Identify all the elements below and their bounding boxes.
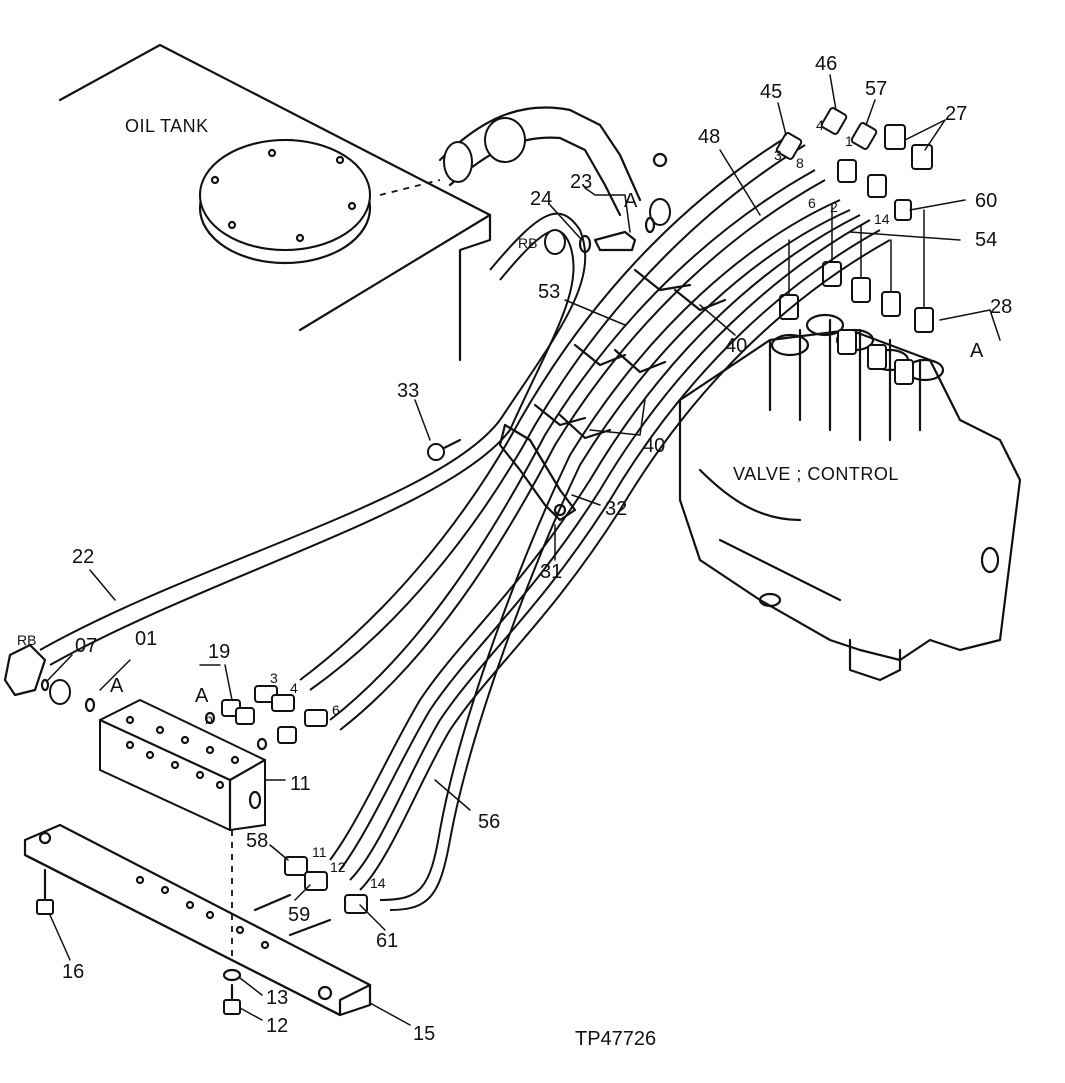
callout-22: 22 bbox=[72, 546, 94, 568]
top-fittings bbox=[775, 107, 933, 221]
hose-number-11: 11 bbox=[312, 844, 327, 860]
callout-61: 61 bbox=[376, 930, 398, 952]
drawing-id: TP47726 bbox=[575, 1028, 656, 1050]
callout-46: 46 bbox=[815, 53, 837, 75]
callout-53: 53 bbox=[538, 281, 560, 303]
callout-40-top: 40 bbox=[725, 335, 747, 357]
hose-top-1: 1 bbox=[845, 133, 853, 149]
control-valve-label: VALVE ; CONTROL bbox=[733, 464, 899, 484]
hose-number-6: 6 bbox=[332, 702, 340, 718]
callout-01: 01 bbox=[135, 628, 157, 650]
callout-labels: 46 57 45 27 48 60 23 24 54 53 28 40 33 4… bbox=[62, 53, 1012, 1045]
elbow-fitting bbox=[578, 216, 656, 254]
bolt-33 bbox=[427, 438, 462, 461]
control-valve bbox=[678, 313, 1022, 682]
callout-56: 56 bbox=[478, 811, 500, 833]
hose-22 bbox=[3, 212, 587, 697]
callout-16: 16 bbox=[62, 961, 84, 983]
hose-top-3: 3 bbox=[774, 147, 782, 163]
manifold-block bbox=[98, 698, 267, 832]
hose-bundle bbox=[299, 134, 891, 911]
hose-top-8: 8 bbox=[796, 155, 804, 171]
suction-pipe bbox=[438, 106, 671, 226]
hose-number-4: 4 bbox=[290, 680, 298, 696]
port-marker-a-valve: A bbox=[970, 340, 984, 362]
callout-57: 57 bbox=[865, 78, 887, 100]
callout-23: 23 bbox=[570, 171, 592, 193]
hose-number-14: 14 bbox=[370, 875, 386, 891]
port-markers: A A A A RB RB 3 4 6 11 12 14 4 3 8 1 6 2… bbox=[17, 117, 984, 891]
hose-number-12: 12 bbox=[330, 859, 346, 875]
callout-45: 45 bbox=[760, 81, 782, 103]
hose-top-2: 2 bbox=[830, 199, 838, 215]
manifold-fittings bbox=[40, 678, 368, 914]
callout-33: 33 bbox=[397, 380, 419, 402]
callout-60: 60 bbox=[975, 190, 997, 212]
valve-fittings bbox=[779, 204, 934, 385]
port-marker-a-manifold: A bbox=[195, 685, 209, 707]
bracket-15 bbox=[23, 823, 372, 1017]
region-labels: OIL TANK VALVE ; CONTROL TP47726 bbox=[125, 116, 899, 1050]
hose-clamps bbox=[498, 268, 727, 522]
callout-31: 31 bbox=[540, 561, 562, 583]
callout-59: 59 bbox=[288, 904, 310, 926]
bolts bbox=[36, 830, 242, 1015]
callout-54: 54 bbox=[975, 229, 997, 251]
callout-28: 28 bbox=[990, 296, 1012, 318]
callout-11: 11 bbox=[290, 773, 311, 795]
callout-58: 58 bbox=[246, 830, 268, 852]
hose-number-3: 3 bbox=[270, 670, 278, 686]
callout-24: 24 bbox=[530, 188, 552, 210]
port-marker-a-top: A bbox=[624, 190, 638, 212]
port-marker-rb-left: RB bbox=[17, 632, 36, 648]
port-marker-b: b bbox=[205, 711, 213, 727]
leader-lines bbox=[47, 74, 1001, 1026]
callout-15: 15 bbox=[413, 1023, 435, 1045]
callout-13: 13 bbox=[266, 987, 288, 1009]
oil-tank-label: OIL TANK bbox=[125, 116, 209, 136]
port-marker-a-left: A bbox=[110, 675, 124, 697]
callout-32: 32 bbox=[605, 498, 627, 520]
callout-12: 12 bbox=[266, 1015, 288, 1037]
callout-40-bottom: 40 bbox=[643, 435, 665, 457]
oil-tank bbox=[58, 43, 492, 362]
hose-top-14: 14 bbox=[874, 211, 890, 227]
port-marker-rb-top: RB bbox=[518, 235, 537, 251]
hose-top-4: 4 bbox=[816, 117, 824, 133]
callout-27: 27 bbox=[945, 103, 967, 125]
callout-48: 48 bbox=[698, 126, 720, 148]
callout-07: 07 bbox=[75, 635, 97, 657]
callout-19: 19 bbox=[208, 641, 230, 663]
hose-top-6: 6 bbox=[808, 195, 816, 211]
